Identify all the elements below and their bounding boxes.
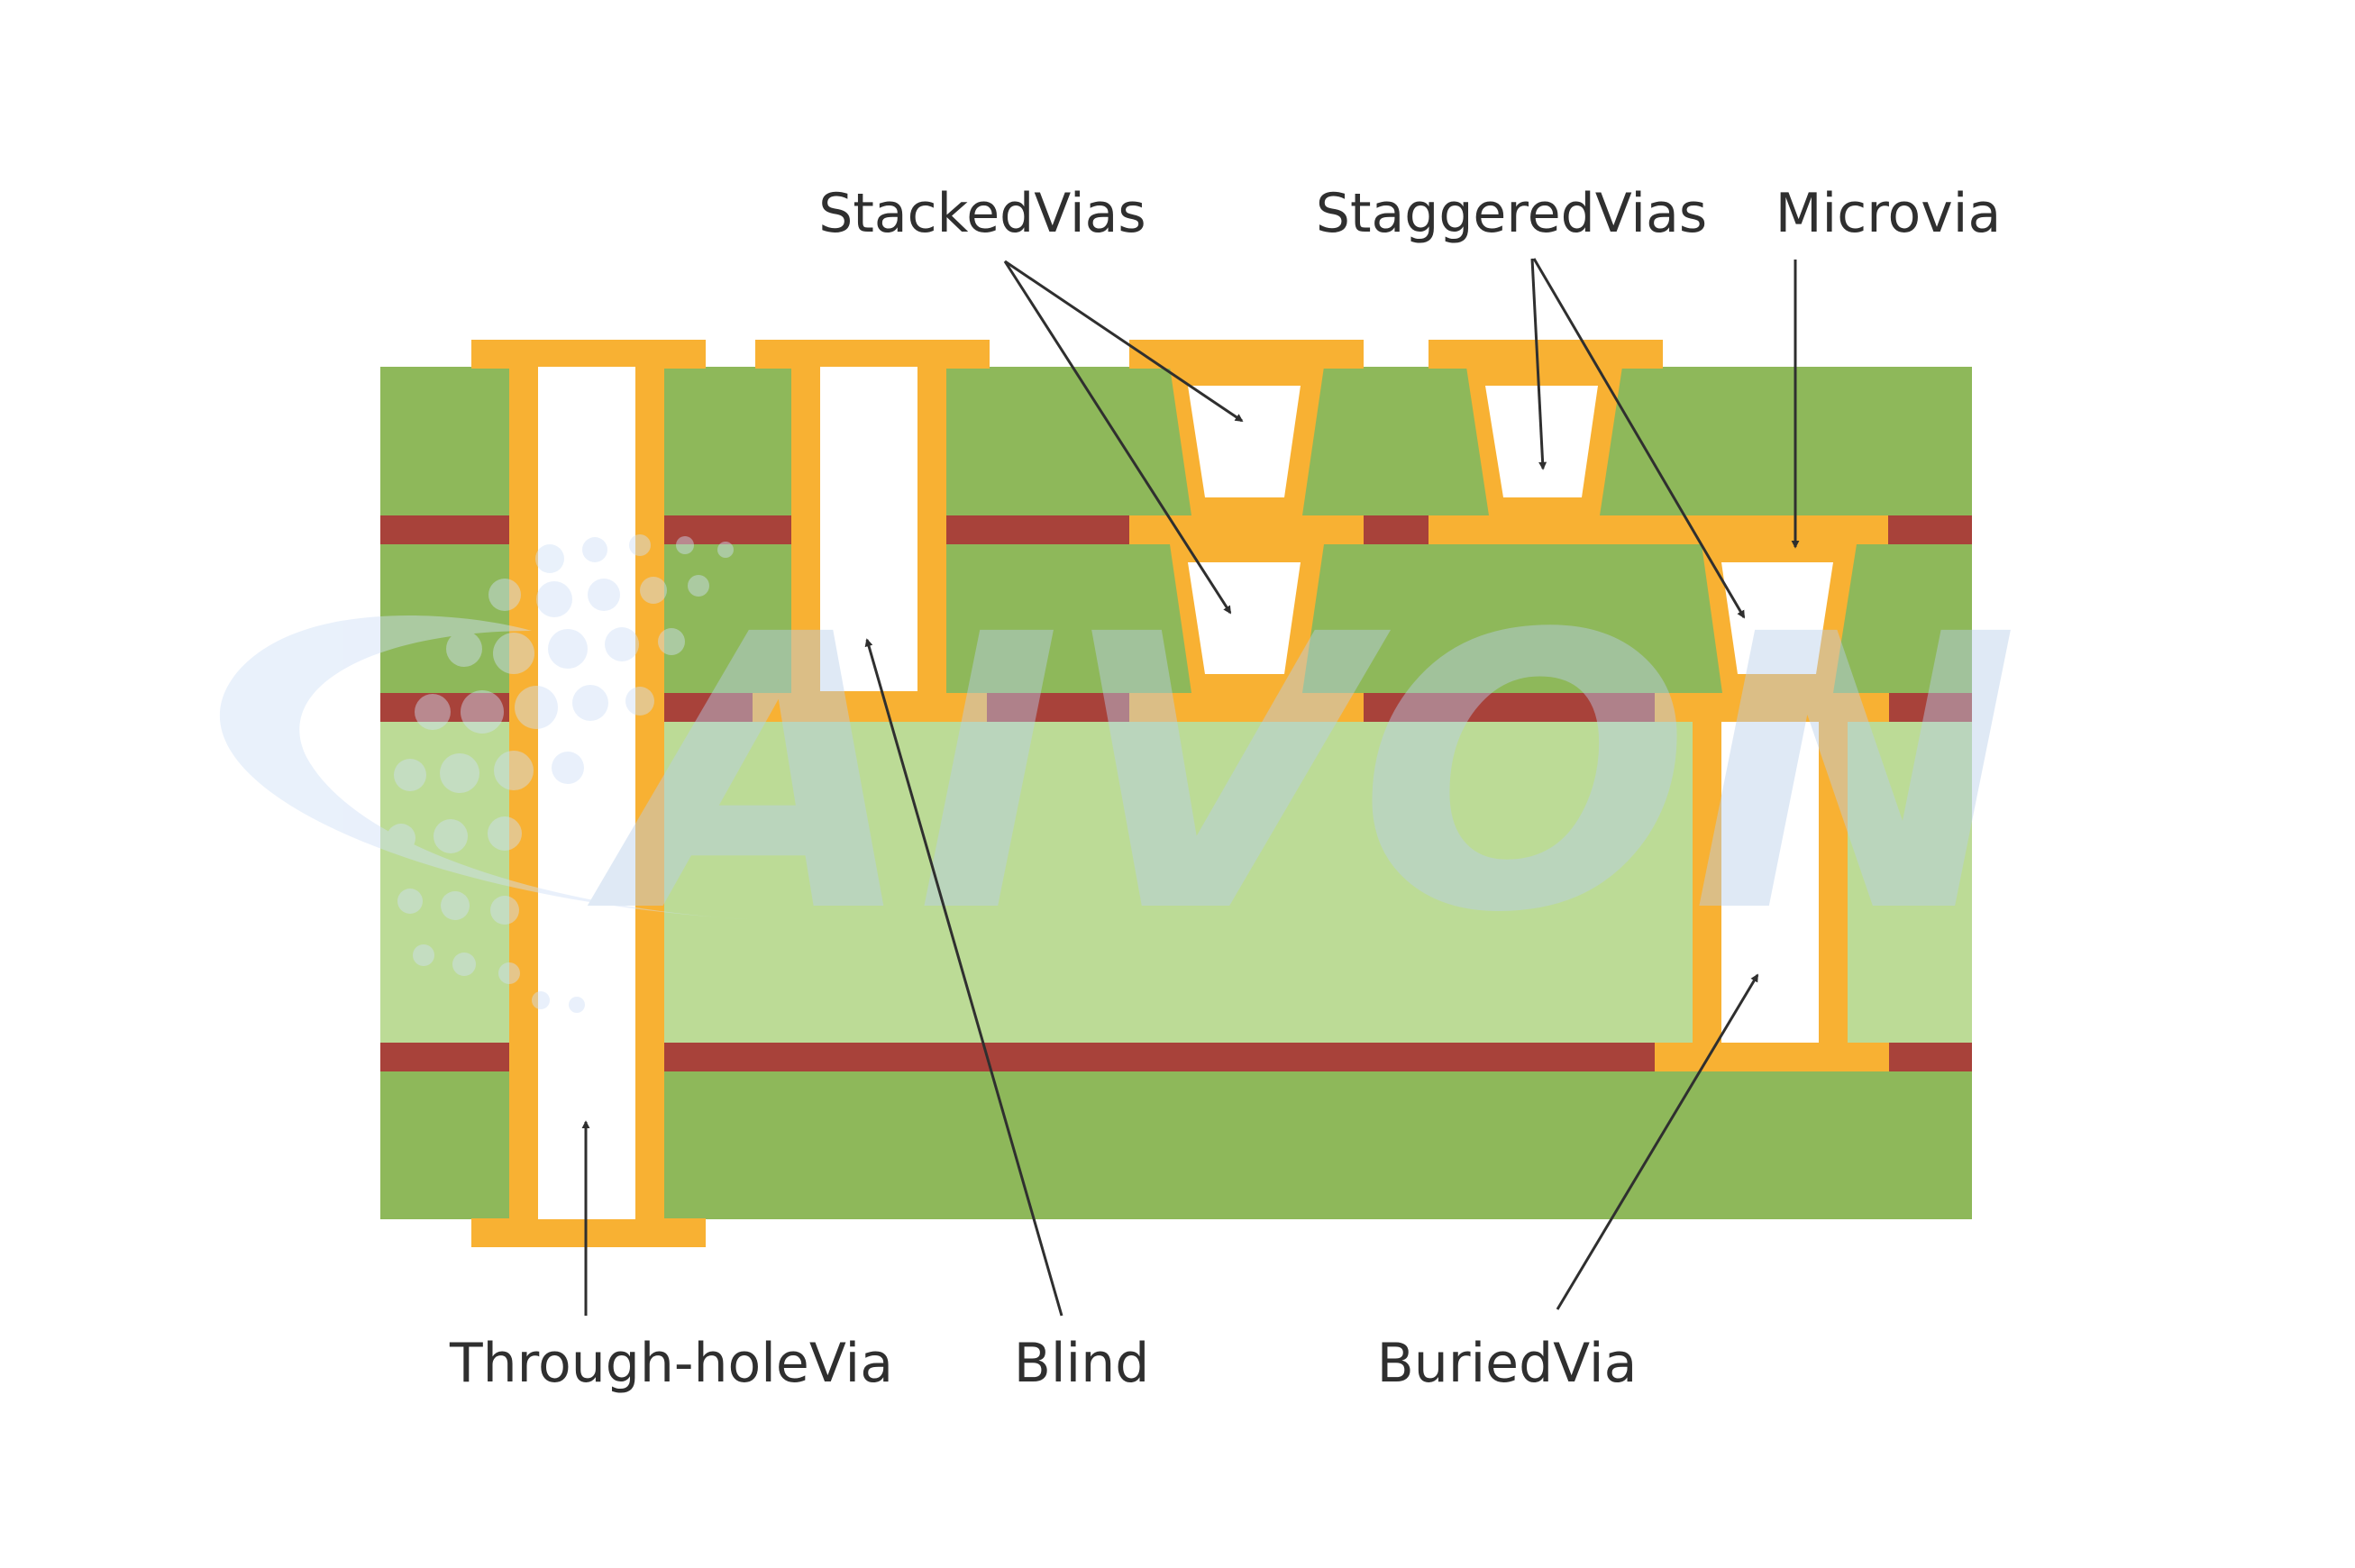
label-stacked-vias: StackedVias [818,182,1146,245]
buried-leader [1556,973,1759,1310]
top-pad [755,340,990,369]
microvia-bottom-pad [1655,693,1889,722]
staggered-leader-a [1530,258,1547,470]
bottom-pad [1655,1043,1889,1071]
label-staggered-vias: StaggeredVias [1316,182,1707,245]
bottom-pad [753,693,987,722]
watermark-dots [387,534,734,1013]
label-buried-via: BuriedVia [1377,1332,1638,1395]
blind-leader [864,638,1063,1317]
top-pad [1129,340,1364,369]
upper-hole [1188,386,1301,497]
watermark: AIVON [219,534,2019,1013]
top-pad [1429,340,1663,369]
labels: StackedVias StaggeredVias Microvia Throu… [449,182,2001,1395]
middle-pad [1129,515,1364,544]
bottom-pad [471,1218,706,1247]
through-hole-via [471,340,706,1247]
top-pad [471,340,706,369]
staggered-vias [1429,340,1888,544]
leader-lines [581,258,1800,1317]
hole [820,367,917,691]
microvia-hole [1721,562,1833,674]
hole [1721,722,1819,1043]
stacked-leader-b [1003,260,1232,615]
label-microvia: Microvia [1775,182,2001,245]
microvia [1655,544,1889,722]
middle-pad [1429,515,1888,544]
staggered-leader-b [1532,258,1746,619]
watermark-swoosh [219,615,748,919]
label-through-hole-via: Through-holeVia [449,1332,893,1395]
bottom-pad [1129,693,1364,722]
watermark-text: AIVON [582,555,2019,996]
hole [538,367,635,1219]
buried-via [1655,720,1889,1071]
stacked-leader-a [1004,260,1244,423]
label-blind: Blind [1014,1332,1150,1395]
